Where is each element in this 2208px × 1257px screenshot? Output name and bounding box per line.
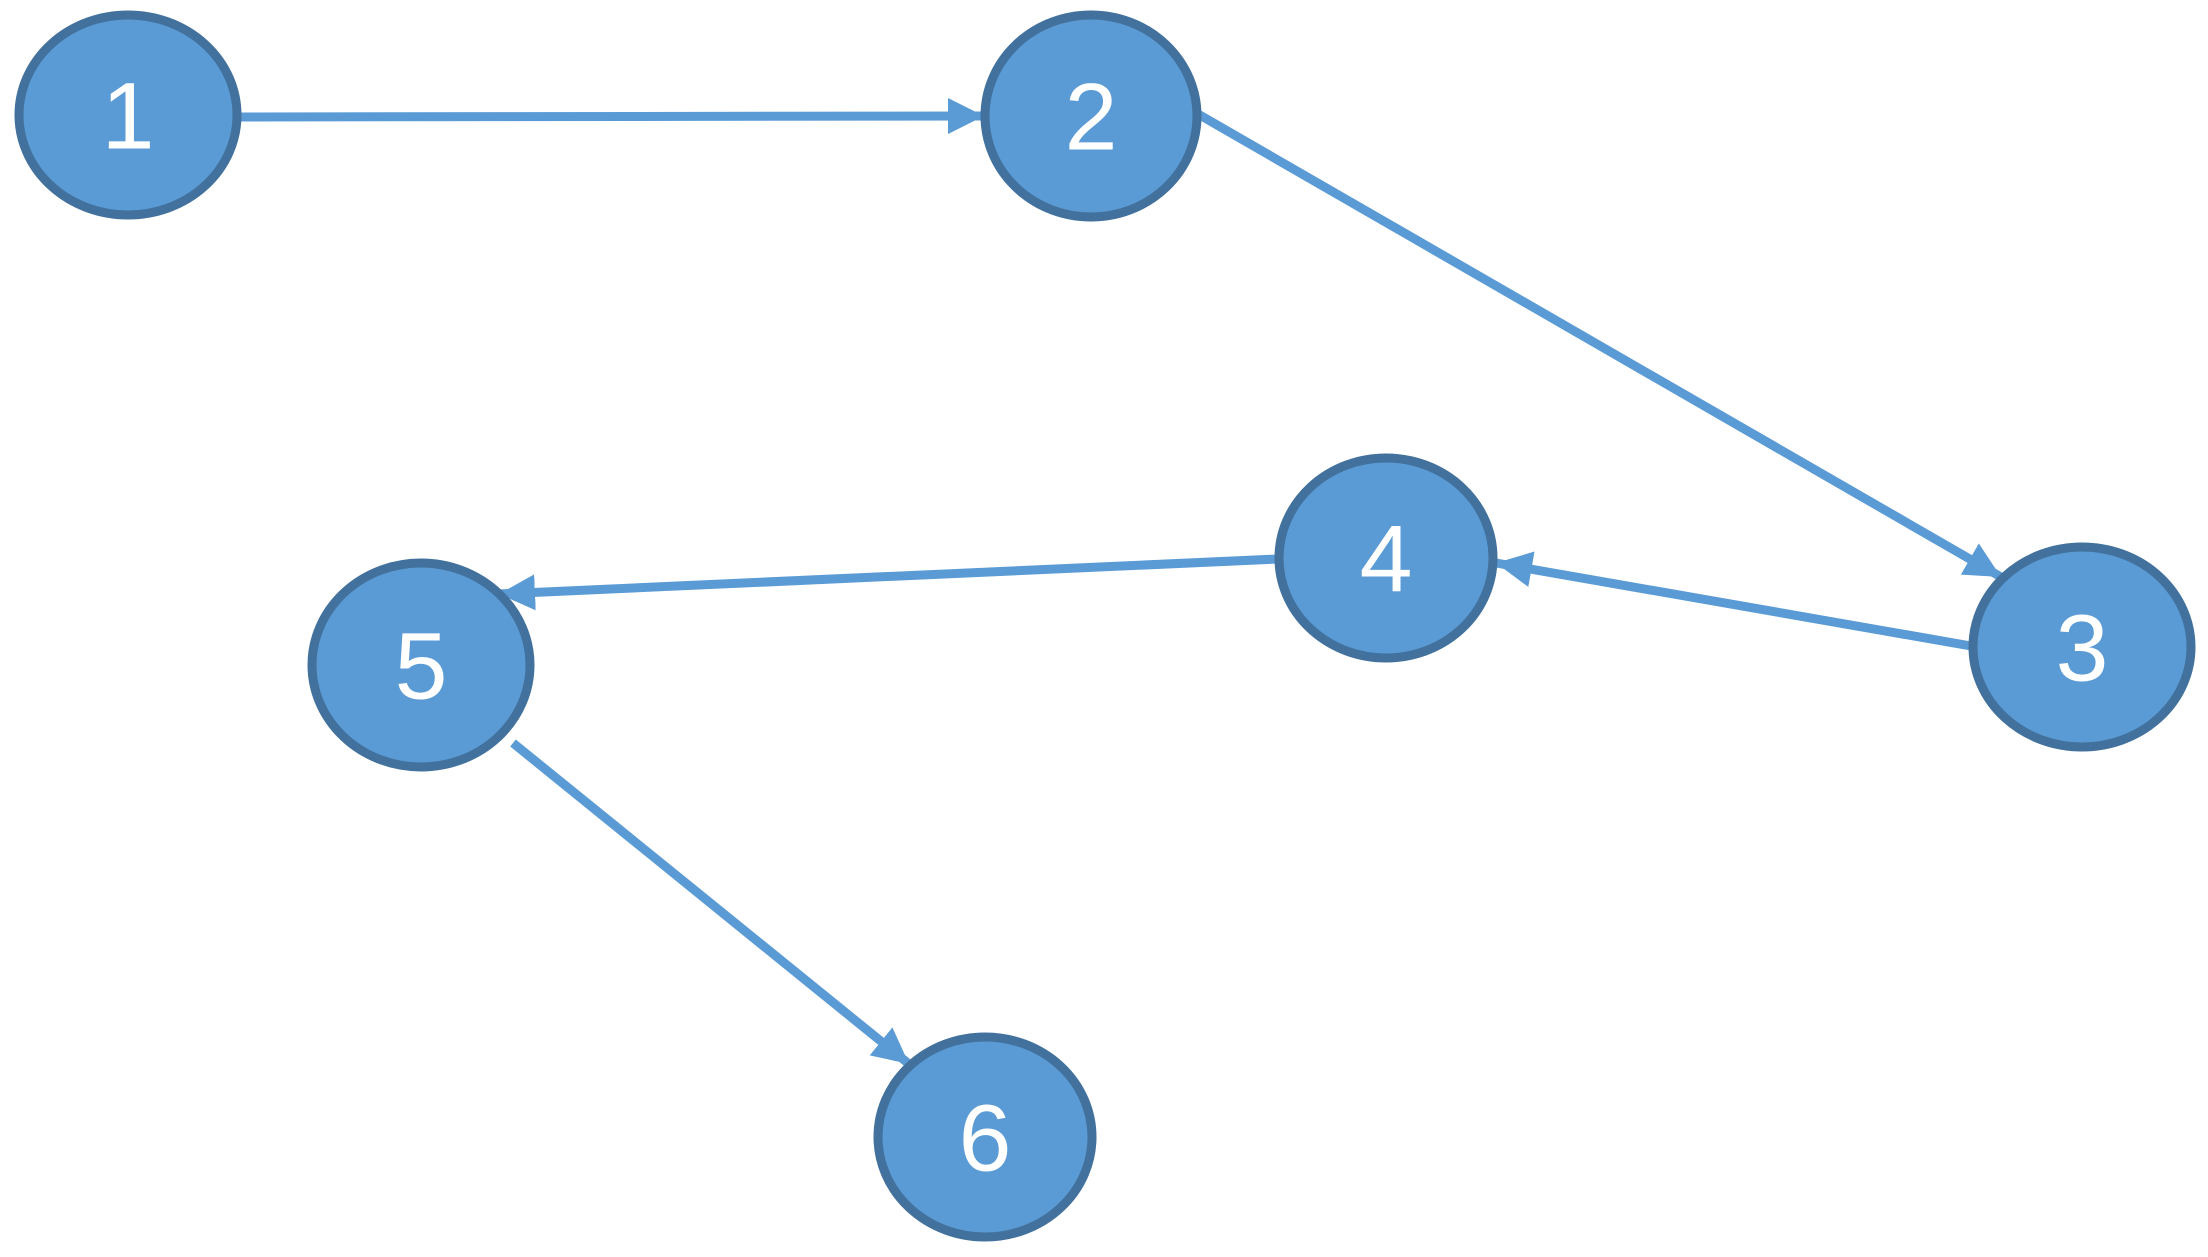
node-1-circle[interactable]	[14, 10, 242, 220]
node-4-circle[interactable]	[1274, 453, 1498, 663]
node-3-label: 3	[2056, 596, 2109, 702]
node-6-label: 6	[959, 1086, 1012, 1192]
node-5-circle[interactable]	[307, 558, 535, 772]
node-3-circle[interactable]	[1968, 542, 2196, 752]
node-5-label: 5	[395, 614, 448, 720]
node-4[interactable]: 4	[1274, 453, 1498, 663]
node-6-circle[interactable]	[873, 1032, 1097, 1242]
node-5[interactable]: 5	[307, 558, 535, 772]
node-2-circle[interactable]	[980, 10, 1202, 222]
edge-4-5[interactable]	[498, 554, 1279, 611]
edge-1-2[interactable]	[236, 98, 985, 135]
edge-5-6[interactable]	[510, 739, 912, 1068]
edge-3-4[interactable]	[1495, 551, 1972, 651]
node-2-label: 2	[1065, 65, 1118, 171]
node-2[interactable]: 2	[980, 10, 1202, 222]
node-4-label: 4	[1360, 507, 1413, 613]
node-1-label: 1	[102, 64, 155, 170]
node-3[interactable]: 3	[1968, 542, 2196, 752]
node-6[interactable]: 6	[873, 1032, 1097, 1242]
edge-2-3[interactable]	[1195, 110, 2004, 581]
node-1[interactable]: 1	[14, 10, 242, 220]
